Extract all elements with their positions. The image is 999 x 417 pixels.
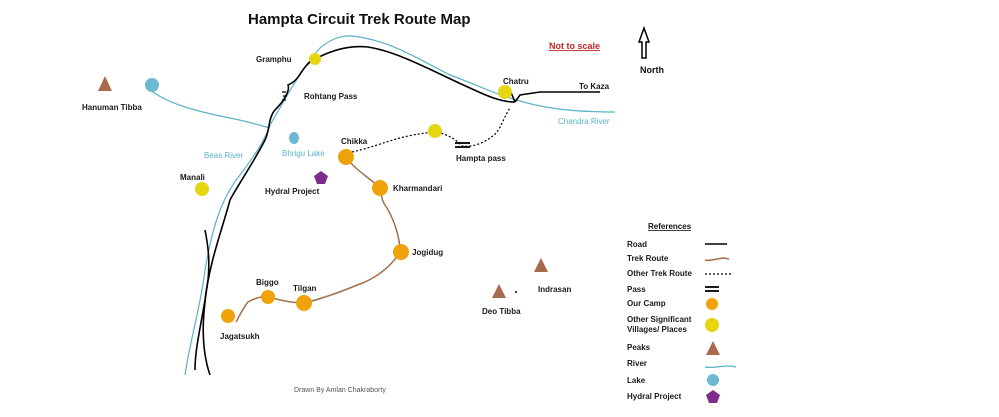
village-chatru bbox=[498, 85, 512, 99]
camp-jogidug bbox=[393, 244, 409, 260]
hampta-pass-marker bbox=[455, 142, 470, 148]
peak-deo-tibba bbox=[492, 284, 506, 298]
legend-lake-symbol bbox=[707, 374, 719, 386]
legend-trek-symbol bbox=[704, 257, 730, 262]
road-chatru-kaza bbox=[514, 91, 600, 103]
legend-label-pass: Pass bbox=[627, 285, 646, 294]
legend-label-river: River bbox=[627, 359, 647, 368]
label-bhrigu-lake: Bhrigu Lake bbox=[282, 149, 325, 158]
lake-near-hanuman bbox=[145, 78, 159, 92]
chandra-river-line bbox=[351, 35, 616, 113]
lake-bhrigu bbox=[289, 132, 299, 144]
map-title: Hampta Circuit Trek Route Map bbox=[248, 11, 471, 28]
village-manali bbox=[195, 182, 209, 196]
label-chandra-river: Chandra River bbox=[558, 117, 610, 126]
label-kharmandari: Kharmandari bbox=[393, 184, 442, 193]
road-right-spur bbox=[202, 229, 211, 376]
peak-dot bbox=[515, 291, 517, 293]
beas-river-line bbox=[184, 35, 353, 376]
rohtang-pass-marker bbox=[282, 91, 287, 101]
credit-text: Drawn By Amlan Chakraborty bbox=[294, 387, 386, 394]
label-to-kaza: To Kaza bbox=[579, 82, 610, 91]
label-indrasan: Indrasan bbox=[538, 285, 571, 294]
camp-tilgan bbox=[296, 295, 312, 311]
label-chatru: Chatru bbox=[503, 77, 529, 86]
label-hampta-pass: Hampta pass bbox=[456, 154, 506, 163]
north-label: North bbox=[640, 65, 664, 75]
camp-chikka bbox=[338, 149, 354, 165]
hanuman-stream-line bbox=[149, 89, 271, 129]
other-trek-route-line bbox=[351, 107, 511, 153]
peaks bbox=[98, 76, 548, 298]
legend-hydral-symbol bbox=[706, 390, 720, 403]
label-deo-tibba: Deo Tibba bbox=[482, 307, 521, 316]
label-beas-river: Beas River bbox=[204, 151, 243, 160]
roads bbox=[194, 45, 600, 376]
legend-label-trek-route: Trek Route bbox=[627, 254, 669, 263]
legend-label-peaks: Peaks bbox=[627, 343, 651, 352]
legend-title: References bbox=[648, 222, 692, 231]
label-chikka: Chikka bbox=[341, 137, 368, 146]
villages bbox=[195, 53, 512, 196]
legend-label-road: Road bbox=[627, 240, 647, 249]
legend-village-symbol bbox=[705, 318, 719, 332]
legend-peak-symbol bbox=[706, 341, 720, 355]
north-arrow-icon bbox=[637, 25, 651, 59]
legend-label-hydral: Hydral Project bbox=[627, 392, 682, 401]
label-jogidug: Jogidug bbox=[412, 248, 443, 257]
road-manali-rohtang bbox=[194, 199, 231, 371]
legend-label-our-camp: Our Camp bbox=[627, 299, 666, 308]
legend: References Road Trek Route Other Trek Ro… bbox=[627, 222, 737, 403]
camp-biggo bbox=[261, 290, 275, 304]
village-near-hampta bbox=[428, 124, 442, 138]
rivers bbox=[149, 35, 616, 376]
label-tilgan: Tilgan bbox=[293, 284, 317, 293]
label-hanuman-tibba: Hanuman Tibba bbox=[82, 103, 142, 112]
legend-label-lake: Lake bbox=[627, 376, 646, 385]
label-rohtang-pass: Rohtang Pass bbox=[304, 92, 358, 101]
legend-pass-symbol bbox=[705, 286, 719, 292]
camps bbox=[221, 149, 409, 323]
road-manali-north bbox=[229, 45, 516, 201]
hydral-project-icon bbox=[314, 171, 328, 184]
label-jagatsukh: Jagatsukh bbox=[220, 332, 260, 341]
legend-river-symbol bbox=[704, 365, 737, 369]
legend-camp-symbol bbox=[706, 298, 718, 310]
village-gramphu bbox=[309, 53, 321, 65]
label-biggo: Biggo bbox=[256, 278, 279, 287]
legend-label-villages-1: Other Significant bbox=[627, 315, 692, 324]
scale-note: Not to scale bbox=[549, 41, 600, 51]
lakes bbox=[145, 78, 299, 144]
legend-label-other-trek: Other Trek Route bbox=[627, 269, 692, 278]
legend-label-villages-2: Villages/ Places bbox=[627, 325, 687, 334]
label-hydral-project: Hydral Project bbox=[265, 187, 320, 196]
peak-indrasan bbox=[534, 258, 548, 272]
camp-kharmandari bbox=[372, 180, 388, 196]
label-gramphu: Gramphu bbox=[256, 55, 292, 64]
peak-hanuman-tibba bbox=[98, 76, 112, 91]
camp-jagatsukh bbox=[221, 309, 235, 323]
label-manali: Manali bbox=[180, 173, 205, 182]
